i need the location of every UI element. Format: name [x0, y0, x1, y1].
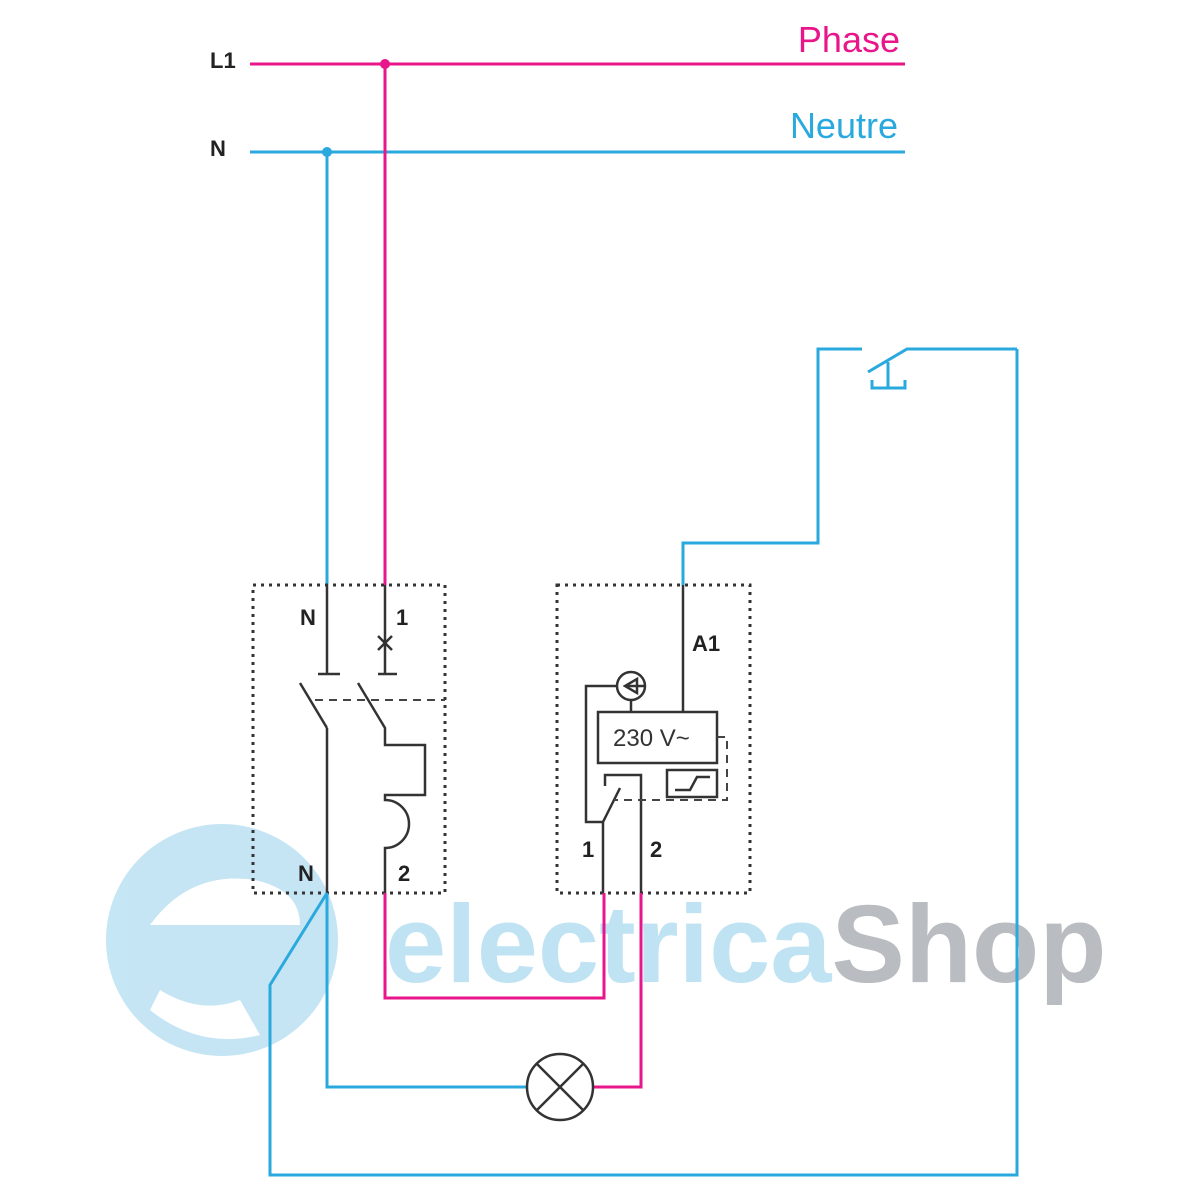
breaker-to-relay-wire	[383, 893, 606, 1000]
relay-to-lamp-wire	[593, 893, 643, 1089]
lamp-icon	[525, 1052, 595, 1122]
watermark-text-shop: Shop	[831, 883, 1106, 1006]
terminal-label-l1: L1	[210, 48, 236, 73]
watermark-text-electrica: electrica	[385, 883, 832, 1006]
relay-voltage-label: 230 V~	[613, 725, 690, 752]
return-wire	[268, 349, 1019, 1177]
timer-relay	[555, 583, 752, 895]
breaker-terminal-top-n: N	[300, 605, 316, 630]
lamp-neutral-wire	[325, 893, 527, 1089]
phase-label: Phase	[798, 19, 900, 60]
watermark-text: electricaShop	[385, 883, 1106, 1006]
terminal-label-n: N	[210, 136, 226, 161]
relay-terminal-a1: A1	[692, 631, 720, 656]
neutral-label: Neutre	[790, 105, 898, 146]
breaker-terminal-top-1: 1	[396, 605, 408, 630]
watermark-logo-icon	[106, 824, 338, 1056]
pushbutton-icon	[867, 347, 1017, 390]
control-wire-a1	[681, 347, 862, 585]
circuit-breaker	[251, 583, 447, 895]
breaker-terminal-bottom-2: 2	[398, 861, 410, 886]
breaker-terminal-bottom-n: N	[298, 861, 314, 886]
relay-terminal-1: 1	[582, 837, 594, 862]
relay-terminal-2: 2	[650, 837, 662, 862]
